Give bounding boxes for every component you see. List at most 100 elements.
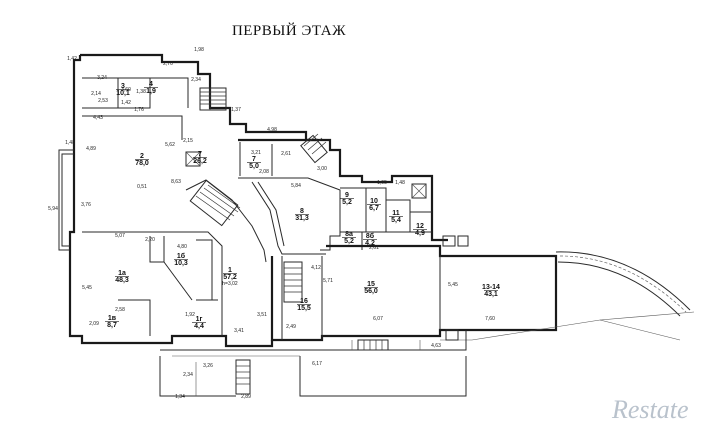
room-area: 15,5	[297, 305, 311, 312]
dimension-label: 1,95	[377, 180, 387, 186]
room-number: 2	[140, 153, 144, 160]
dimension-label: 1,98	[194, 47, 204, 53]
stairs-outside	[235, 359, 251, 395]
dimension-label: 1,92	[185, 312, 195, 318]
room-number: 8б	[366, 232, 375, 240]
stairs-central	[189, 179, 241, 227]
room-7: 726,2	[193, 151, 207, 165]
room-number: 8	[300, 208, 304, 215]
room-11: 115,4	[389, 210, 403, 224]
room-10: 106,7	[367, 198, 381, 212]
room-12: 124,9	[413, 223, 427, 237]
room-area: 1,9	[146, 88, 156, 95]
room-area: 5,0	[249, 163, 259, 170]
room-number: 1в	[108, 315, 117, 322]
room-3: 310,1	[116, 83, 130, 97]
room-8: 831,3	[295, 208, 309, 222]
room-9: 95,2	[340, 192, 354, 206]
dimension-label: 5,45	[448, 282, 458, 288]
room-number: 4	[149, 81, 153, 88]
dimension-label: 5,45	[82, 285, 92, 291]
stairs-roof-edge	[300, 133, 328, 164]
dimension-label: 4,63	[431, 343, 441, 349]
dimension-label: 2,70	[163, 61, 173, 67]
dimension-label: 6,17	[312, 361, 322, 367]
dimension-label: 2,61	[281, 151, 291, 157]
dimension-label: 2,34	[183, 372, 193, 378]
room-area: 4,2	[365, 240, 375, 247]
dimension-label: 5,07	[115, 233, 125, 239]
dimension-label: 5,71	[323, 278, 333, 284]
room-area: 6,7	[369, 205, 379, 212]
room-area: 4,9	[415, 230, 425, 237]
room-area: 10,1	[116, 90, 130, 97]
dimension-label: 1,48	[395, 180, 405, 186]
shaft-symbols	[185, 151, 469, 341]
room-number: 15	[367, 281, 375, 288]
room-number: 7	[252, 156, 256, 163]
dimension-label: 6,07	[373, 316, 383, 322]
room-2: 278,0	[135, 153, 149, 167]
dimension-label: 4,98	[267, 127, 277, 133]
dimension-label: 2,58	[115, 307, 125, 313]
stairs-top	[199, 87, 227, 111]
room-number: 9	[345, 192, 349, 199]
room-number: 16	[300, 298, 308, 305]
left-wing-walls	[58, 53, 318, 348]
dimension-label: 0,51	[137, 184, 147, 190]
dimension-label: 1,38	[136, 89, 146, 95]
room-number: 11	[392, 210, 400, 217]
dimension-label: 3,51	[257, 312, 267, 318]
dimension-label: 5,62	[165, 142, 175, 148]
dimension-label: 3,76	[81, 202, 91, 208]
room-area: 4,4	[194, 323, 204, 330]
dimension-label: 1,76	[134, 107, 144, 113]
dimension-label: 1,42	[121, 100, 131, 106]
room-area: 5,4	[391, 217, 401, 224]
room-area: 56,0	[364, 288, 378, 295]
dimension-label: 8,63	[171, 179, 181, 185]
room-number: 13-14	[482, 284, 500, 291]
room-area: 57,2	[223, 274, 237, 281]
dimension-label: 2,08	[259, 169, 269, 175]
stairs-room-16	[283, 261, 303, 303]
dimension-label: 1,48	[65, 140, 75, 146]
dimension-label: 2,15	[183, 138, 193, 144]
room-area: 43,1	[484, 291, 498, 298]
room-area: 8,7	[107, 322, 117, 329]
room-number: 8а	[345, 231, 353, 238]
dimension-label: 4,12	[311, 265, 321, 271]
central-block-walls	[238, 138, 448, 255]
dimension-label: 2,89	[241, 394, 251, 400]
room-number: 1г	[196, 316, 203, 323]
dimension-label: 4,89	[86, 146, 96, 152]
room-number: 12	[416, 223, 424, 230]
room-number: 7	[198, 151, 202, 158]
lower-right-walls	[159, 244, 695, 397]
dimension-label: 1,37	[231, 107, 241, 113]
room-7a: 75,0	[247, 156, 261, 170]
dimension-label: 2,53	[98, 98, 108, 104]
dimension-label: 2,61	[369, 245, 379, 251]
room-4: 41,9	[144, 81, 158, 95]
dimension-label: 5,84	[291, 183, 301, 189]
dimension-label: 3,24	[97, 75, 107, 81]
room-area: 5,2	[344, 238, 354, 245]
dimension-label: 5,94	[48, 206, 58, 212]
room-number: 1а	[118, 270, 126, 277]
dimension-label: 1,34	[175, 394, 185, 400]
room-area: 26,2	[193, 158, 207, 165]
room-8b: 8б4,2	[363, 232, 377, 247]
dimension-label: 2,20	[145, 237, 155, 243]
dimension-label: 2,14	[91, 91, 101, 97]
room-area: 48,3	[115, 277, 129, 284]
room-area: 78,0	[135, 160, 149, 167]
dimension-label: 3,26	[203, 363, 213, 369]
room-1: 157,2	[223, 267, 237, 281]
